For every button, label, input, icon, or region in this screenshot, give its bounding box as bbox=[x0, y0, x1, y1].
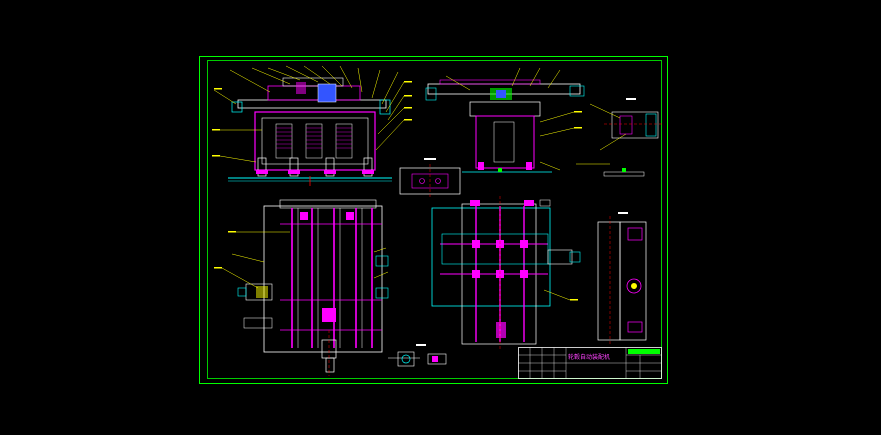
inner-border bbox=[207, 60, 662, 379]
corner-detail-view bbox=[576, 98, 662, 177]
title-block-title: 轮毂自动装配机 bbox=[568, 353, 610, 361]
plan-view-middle bbox=[431, 196, 581, 350]
part-details bbox=[388, 344, 447, 367]
outer-border bbox=[199, 56, 668, 384]
section-detail-view bbox=[399, 158, 461, 198]
title-block: 轮毂自动装配机 bbox=[518, 347, 662, 379]
side-rail-view bbox=[597, 212, 647, 346]
plan-view-left bbox=[214, 199, 389, 376]
front-elevation-view bbox=[212, 65, 412, 186]
side-elevation-view bbox=[425, 67, 585, 173]
